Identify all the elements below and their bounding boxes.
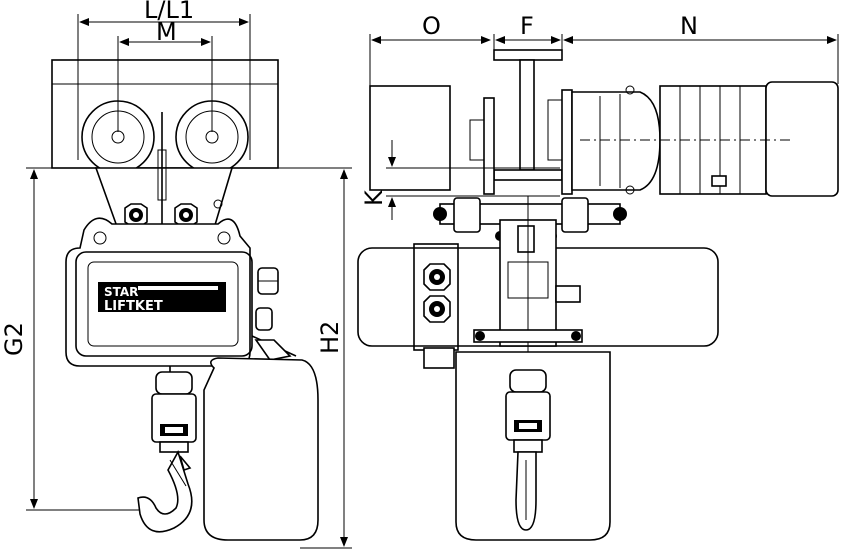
screw-icon xyxy=(217,231,231,245)
dimension-n: N xyxy=(563,12,839,84)
dimension-f: F xyxy=(493,12,563,52)
dimension-h2: H2 xyxy=(278,167,352,549)
hex-bolt-lower xyxy=(423,295,451,323)
cable-gland-small xyxy=(255,307,273,331)
front-view: STAR LIFTKET xyxy=(0,0,352,549)
counterweight xyxy=(369,85,451,191)
side-latch xyxy=(555,285,581,303)
dim-label-l-l1: L/L1 xyxy=(144,0,194,24)
chain-bag xyxy=(203,357,319,541)
dim-label-f: F xyxy=(520,12,534,40)
side-plate-right xyxy=(561,89,573,195)
brand-logo-plate: STAR LIFTKET xyxy=(98,282,226,314)
dimension-o: O xyxy=(369,12,491,88)
screw-icon xyxy=(93,231,107,245)
dim-label-k: K xyxy=(360,189,388,206)
hook-block-side xyxy=(505,369,551,453)
dimension-g2: G2 xyxy=(0,167,140,511)
screw-icon xyxy=(213,199,223,209)
hook-block xyxy=(151,371,197,453)
dimension-l-l1: L/L1 xyxy=(77,0,251,160)
dim-label-n: N xyxy=(680,12,698,40)
trolley-wheel-right xyxy=(175,100,249,174)
beam-i-section xyxy=(493,49,563,181)
logo-line-1: STAR xyxy=(104,285,138,299)
gear-motor-housing xyxy=(571,91,661,191)
dim-label-m: M xyxy=(156,18,177,46)
suspension-axle xyxy=(433,197,627,241)
lower-bar xyxy=(473,329,583,343)
motor-fan-cover xyxy=(765,81,839,197)
logo-line-2: LIFTKET xyxy=(104,299,163,314)
bottom-nut xyxy=(423,347,455,369)
dim-label-o: O xyxy=(422,12,441,40)
load-hook xyxy=(137,449,193,533)
side-plate-left xyxy=(483,97,495,195)
dimension-k: K xyxy=(360,140,560,220)
hex-bolt-right xyxy=(174,203,198,227)
hex-bolt-left xyxy=(124,203,148,227)
dim-label-g2: G2 xyxy=(0,322,28,356)
dim-label-h2: H2 xyxy=(316,321,344,354)
dimension-m: M xyxy=(117,18,213,132)
hex-bolt-upper xyxy=(423,263,451,291)
side-view: K xyxy=(357,12,839,541)
